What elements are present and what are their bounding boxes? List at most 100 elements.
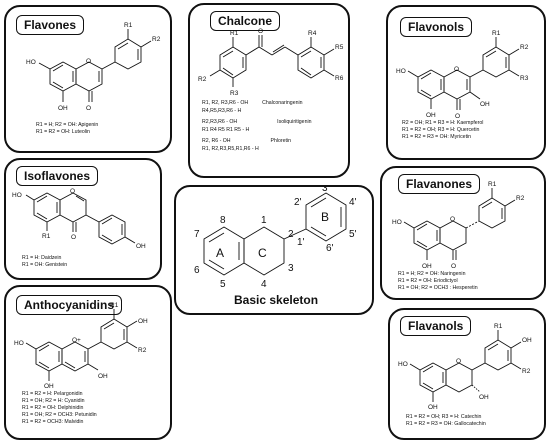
caption-row: R1 R4 R5 R1 R5 - H (202, 127, 312, 135)
caption-line: R1 = OH: Genistein (22, 262, 68, 268)
panel-isoflavones: Isoflavones O O HO OH R1 R1 = H: Daidzei… (4, 158, 162, 280)
caption-line: R1 = R2 = OH; R3 = H: Catechin (406, 414, 482, 420)
panel-chalcone: Chalcone O R1 R2 R3 R4 R5 R6 R1, R2, R3,… (188, 3, 350, 178)
panel-title: Flavonols (400, 17, 473, 37)
caption-left: R1, R2, R3,R6 - OH (202, 100, 249, 106)
flavones-captions: R1 = H; R2 = OH: Apigenin R1 = R2 = OH: … (36, 122, 98, 136)
caption-line: R1 = OH; R2 = OCH3 : Hesperetin (398, 285, 478, 291)
substituent-r2: R2 (516, 195, 525, 202)
basic-skeleton-structure: A C B 1 2 3 4 5 6 7 8 2' 3' 4' 5' 6' 1' (194, 187, 357, 290)
carbonyl-oxygen: O (451, 263, 456, 270)
caption-line: R1 = H; R2 = OH: Naringenin (398, 271, 466, 277)
caption-line: R1 = R2 = R3 = OH: Myricetin (402, 134, 472, 140)
carbonyl-oxygen: O (455, 113, 460, 120)
caption-line: R1 = R2 = R3 = OH: Gallocatechin (406, 421, 486, 427)
caption-line: R1 = R2 = OH: Delphinidin (22, 405, 84, 411)
carbonyl-oxygen: O (258, 28, 263, 35)
substituent-r3: R3 (230, 90, 239, 97)
ring-oxygen: O (450, 216, 455, 223)
caption-row: R2, R6 - OH Phloretin (202, 138, 312, 146)
ring-oxygen: O (70, 188, 75, 195)
position-2p: 2' (294, 197, 302, 208)
position-8: 8 (220, 215, 226, 226)
position-4: 4 (261, 279, 267, 290)
panel-basic-skeleton: A C B 1 2 3 4 5 6 7 8 2' 3' 4' 5' 6' 1' … (174, 185, 374, 315)
panel-title: Isoflavones (16, 166, 99, 186)
position-2: 2 (288, 229, 294, 240)
substituent-r1: R1 (492, 30, 501, 37)
ring-oxonium: O+ (72, 337, 81, 344)
caption-line: R1 = R2 = H: Pelargonidin (22, 391, 83, 397)
flavonol-structure: O O HO OH OH R1 R2 R3 (396, 30, 529, 120)
caption-line: R1 = H: Daidzein (22, 255, 62, 261)
caption-right: Isoliquiritigenin (277, 119, 312, 125)
hydroxyl-5: OH (58, 105, 68, 112)
caption-line: R1 = H; R2 = OH: Apigenin (36, 122, 99, 128)
panel-flavanones: Flavanones O O HO OH R1 R2 R1 = H; R2 = … (380, 166, 546, 300)
flavanol-structure: O HO OH OH OH R1 R2 (398, 323, 532, 411)
carbonyl-oxygen: O (86, 105, 91, 112)
substituent-r1: R1 (110, 302, 119, 309)
panel-flavanols: Flavanols O HO OH OH OH R1 R2 R1 = R2 = … (388, 308, 546, 440)
caption-line: R1 = R2 = OCH3: Malvidin (22, 419, 84, 425)
isoflavones-captions: R1 = H: Daidzein R1 = OH: Genistein (22, 255, 67, 269)
substituent-r2: R2 (522, 368, 531, 375)
chalcone-captions: R1, R2, R3,R6 - OH Chalconaringenin R4,R5… (202, 100, 312, 153)
substituent-r6: R6 (335, 75, 344, 82)
caption-right: Chalconaringenin (262, 100, 303, 106)
caption-row: R1, R2,R3,R5,R1,R6 - H (202, 146, 312, 154)
position-3: 3 (288, 263, 294, 274)
substituent-r5: R5 (335, 44, 344, 51)
hydroxyl-7: HO (392, 219, 402, 226)
caption-right: Phloretin (270, 138, 292, 144)
flavonols-captions: R2 = OH; R1 = R3 = H: Kaempferol R1 = R2… (402, 120, 483, 141)
ring-c-label: C (258, 246, 267, 260)
ring-oxygen: O (456, 358, 461, 365)
panel-title: Flavanols (400, 316, 472, 336)
position-5p: 5' (349, 229, 357, 240)
caption-row: R4,R5,R3,R6 - H (202, 108, 312, 116)
ring-a-label: A (216, 246, 224, 260)
flavanones-captions: R1 = H; R2 = OH: Naringenin R1 = R2 = OH… (398, 271, 478, 292)
panel-flavones: Flavones O O HO OH R1 R2 R1 = H; R2 = OH… (4, 5, 172, 153)
caption-left: R1 R4 R5 R1 R5 - H (202, 126, 250, 133)
position-7: 7 (194, 229, 200, 240)
caption-line: R1 = R2 = OH: Eriodictyol (398, 278, 458, 284)
panel-anthocyanidins: Anthocyanidins O+ HO OH OH OH R1 R2 R1 =… (4, 285, 172, 440)
position-1p: 1' (297, 237, 305, 248)
panel-title: Flavanones (398, 174, 481, 194)
flavanone-structure: O O HO OH R1 R2 (392, 181, 525, 270)
position-1: 1 (261, 215, 267, 226)
substituent-r2: R2 (138, 347, 147, 354)
hydroxyl-7: HO (14, 340, 24, 347)
anthocyanidin-structure: O+ HO OH OH OH R1 R2 (14, 302, 148, 390)
hydroxyl-3: OH (479, 394, 489, 401)
caption-left: R2, R6 - OH (202, 138, 231, 144)
caption-line: R2 = OH; R1 = R3 = H: Kaempferol (402, 120, 484, 126)
hydroxyl-4p: OH (522, 337, 532, 344)
hydroxyl-7: HO (398, 361, 408, 368)
ring-oxygen: O (454, 66, 459, 73)
skeleton-title: Basic skeleton (234, 293, 319, 307)
caption-row: R2,R3,R6 - OH Isoliquiritigenin (202, 119, 312, 127)
caption-left: R2,R3,R6 - OH (202, 119, 238, 125)
carbonyl-oxygen: O (71, 234, 76, 241)
substituent-r1: R1 (42, 233, 51, 240)
hydroxyl-5: OH (44, 383, 54, 390)
position-3p: 3' (322, 187, 330, 194)
panel-title: Flavones (16, 15, 85, 35)
hydroxyl-7: HO (26, 59, 36, 66)
substituent-r1: R1 (494, 323, 503, 330)
hydroxyl-4p: OH (138, 318, 148, 325)
substituent-r1: R1 (124, 22, 133, 29)
chalcone-structure: O R1 R2 R3 R4 R5 R6 (198, 28, 344, 97)
flavanols-captions: R1 = R2 = OH; R3 = H: Catechin R1 = R2 =… (406, 414, 486, 428)
flavone-structure: O O HO OH R1 R2 (26, 22, 161, 112)
ring-oxygen: O (86, 58, 91, 65)
caption-left: R4,R5,R3,R6 - H (202, 107, 242, 114)
panel-flavonols: Flavonols O O HO OH OH R1 R2 R3 R2 = OH;… (386, 5, 546, 160)
substituent-r4: R4 (308, 30, 317, 37)
caption-line: R1 = R2 = OH: Luteolin (36, 129, 90, 135)
substituent-r1: R1 (488, 181, 497, 188)
position-5: 5 (220, 279, 226, 290)
